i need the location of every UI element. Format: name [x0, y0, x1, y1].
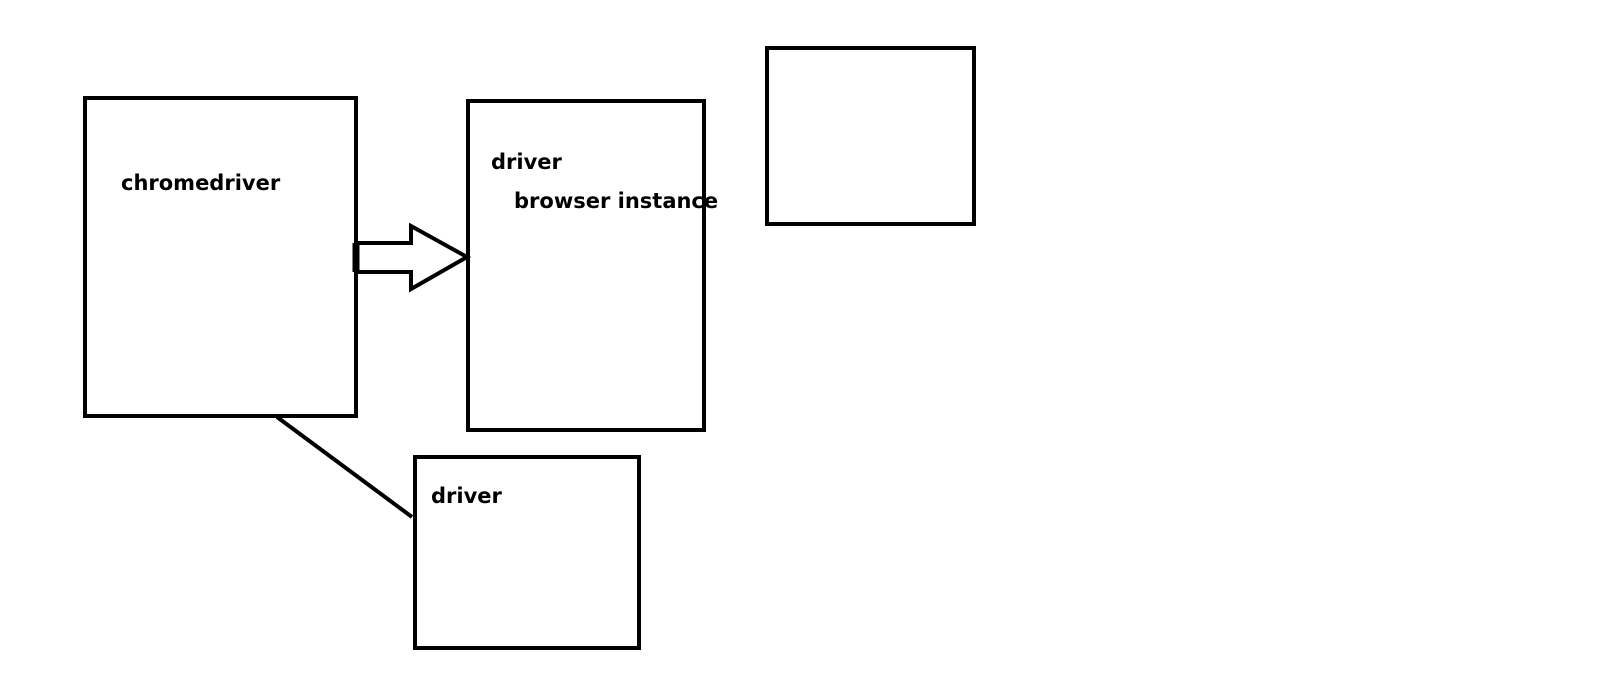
driver-label-bottom: driver	[431, 484, 503, 508]
driver-browser-box-border	[466, 99, 706, 432]
block-arrow-chromedriver-to-driver	[354, 222, 472, 293]
browser-instance-label: browser instance	[514, 189, 718, 213]
empty-box	[765, 46, 976, 226]
driver-browser-box: driver browser instance	[466, 99, 718, 432]
driver-box-bottom-border	[413, 455, 641, 650]
chromedriver-label: chromedriver	[121, 171, 281, 195]
driver-label-top: driver	[491, 150, 563, 174]
connector-line-chromedriver-to-driver	[275, 415, 414, 519]
driver-box-bottom: driver	[413, 455, 641, 650]
